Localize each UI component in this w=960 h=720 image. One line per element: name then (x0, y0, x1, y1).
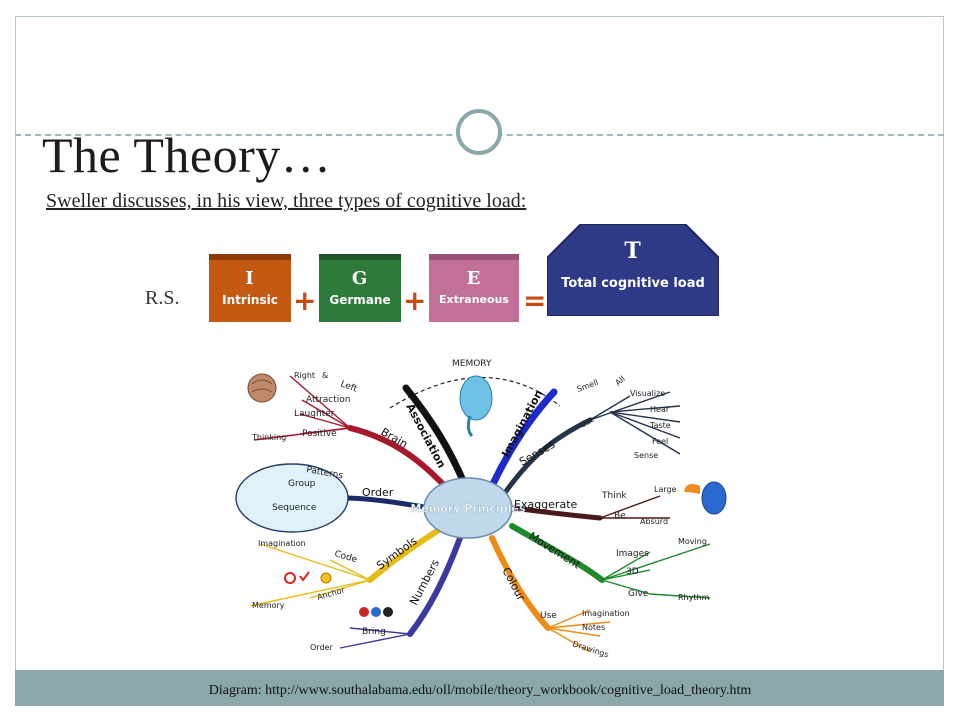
total-word: Total cognitive load (561, 276, 705, 291)
colour-branch (489, 535, 551, 631)
senses-label: Senses (517, 438, 557, 469)
senses-item-smell: Smell (576, 378, 600, 394)
colour-label: Colour (499, 565, 527, 603)
movement-item-rhythm: Rhythm (678, 593, 710, 602)
movement-sub-lines (601, 543, 711, 599)
numbers-sub-lines (339, 627, 411, 649)
senses-item-sense: Sense (634, 451, 658, 460)
movement-label: Movement (526, 530, 583, 572)
symbol-icons (284, 571, 332, 584)
number-ball-icons (359, 607, 393, 617)
brain-item-right: Right (294, 371, 315, 380)
brain-branch (347, 425, 455, 497)
symbols-sub-lines (249, 543, 371, 607)
symbols-branch (367, 525, 445, 583)
extraneous-load-box: E Extraneous (429, 254, 519, 322)
rs-label: R.S. (145, 287, 180, 309)
brain-item-positive: Positive (302, 429, 337, 439)
brain-item-laughter: Laughter (294, 409, 335, 419)
brain-item-left: Left (339, 379, 359, 394)
senses-item-all: All (614, 374, 627, 387)
memory-arc (389, 376, 561, 409)
exaggerate-item-large: Large (654, 485, 677, 494)
slide-title: The Theory… (42, 127, 332, 183)
senses-item-visualize: Visualize (630, 389, 665, 398)
germane-word: Germane (329, 293, 391, 307)
germane-load-box: G Germane (319, 254, 401, 322)
senses-sub-lines (589, 391, 681, 455)
exaggerate-item-be: Be (614, 511, 626, 521)
exaggerate-branch (511, 505, 603, 521)
symbols-item-memory: Memory (252, 601, 285, 610)
center-cloud (423, 477, 513, 539)
order-item-group: Group (288, 479, 316, 489)
extraneous-letter: E (466, 268, 482, 289)
intrinsic-load-box: I Intrinsic (209, 254, 291, 322)
colour-item-notes: Notes (582, 623, 605, 632)
octagon-shape (547, 224, 719, 316)
senses-item-taste: Taste (649, 421, 671, 430)
exaggerate-item-absurd: Absurd (640, 517, 668, 526)
center-label: Memory Principles (411, 502, 526, 515)
symbols-label: Symbols (374, 534, 420, 572)
order-label: Order (362, 486, 394, 499)
toucan-icon (684, 481, 727, 515)
colour-sub-lines (547, 609, 611, 653)
intrinsic-word: Intrinsic (222, 293, 278, 307)
association-branch (402, 384, 470, 492)
senses-item-use: Use (579, 414, 597, 429)
senses-branch (501, 417, 593, 497)
exaggerate-item-think: Think (601, 491, 627, 501)
brain-item-thinking: Thinking (251, 433, 286, 442)
imagination-branch (488, 388, 558, 490)
footer-bar (15, 670, 944, 706)
intrinsic-letter: I (245, 268, 255, 289)
colour-item-imagination: Imagination (582, 609, 630, 618)
movement-item-moving: Moving (678, 537, 707, 546)
equals-operator: = (523, 284, 547, 317)
order-cloud (235, 463, 349, 533)
order-branch (339, 495, 433, 511)
order-item-sequence: Sequence (272, 503, 317, 513)
plus-operator-2: + (403, 284, 427, 317)
brain-character-icon (247, 373, 277, 403)
total-letter: T (624, 238, 642, 264)
slide-subtitle: Sweller discusses, in his view, three ty… (46, 190, 527, 212)
mindmap-svg: MEMORY (235, 359, 727, 659)
senses-item-hear: Hear (650, 405, 670, 414)
brain-item-attraction: Attraction (306, 395, 350, 405)
colour-item-use: Use (540, 611, 557, 621)
numbers-branch (407, 535, 463, 637)
numbers-label: Numbers (407, 557, 442, 607)
extraneous-word: Extraneous (439, 293, 509, 306)
exaggerate-sub-lines (599, 495, 670, 519)
movement-item-give: Give (628, 589, 649, 599)
senses-item-feel: Feel (652, 437, 668, 446)
numbers-item-order: Order (310, 643, 333, 652)
movement-item-3d: 3D (626, 567, 639, 577)
footer-caption: Diagram: http://www.southalabama.edu/oll… (208, 683, 752, 698)
movement-branch (509, 523, 605, 583)
movement-item-images: Images (616, 549, 649, 559)
symbols-item-imagination: Imagination (258, 539, 306, 548)
brain-item-amp: & (322, 371, 328, 380)
plus-operator-1: + (293, 284, 317, 317)
memory-top-label: MEMORY (452, 359, 492, 369)
elephant-icon (459, 375, 493, 438)
memory-mindmap: MEMORY (230, 348, 746, 676)
colour-item-drawings: Drawings (571, 639, 609, 659)
brain-sub-lines (253, 375, 351, 441)
numbers-item-bring: Bring (362, 627, 386, 637)
decorative-ring-icon (456, 109, 502, 155)
total-load-octagon: T Total cognitive load (547, 224, 719, 316)
exaggerate-label: Exaggerate (514, 498, 578, 511)
germane-letter: G (351, 268, 369, 289)
